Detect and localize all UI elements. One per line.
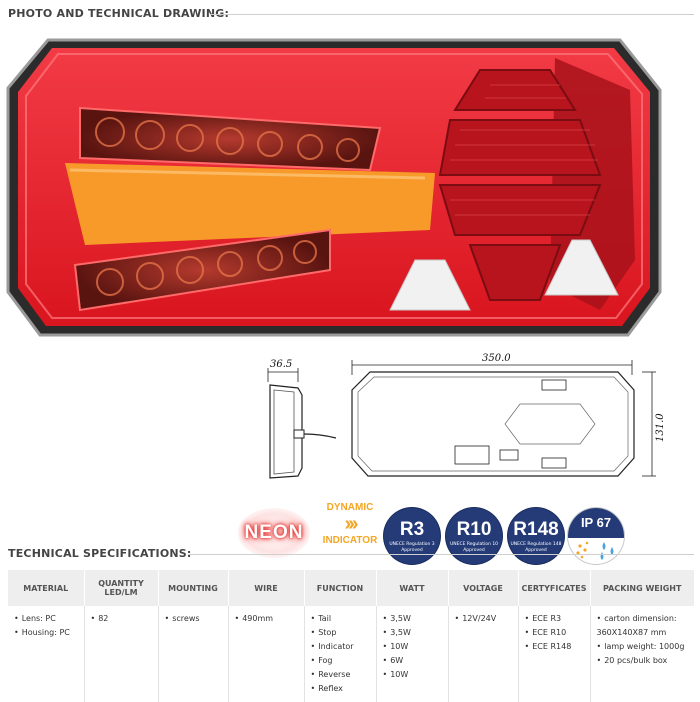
column-header: MATERIAL bbox=[8, 570, 85, 606]
certification-badges: NEON DYNAMIC ››› INDICATOR R3 UNECE Regu… bbox=[238, 498, 698, 564]
height-dimension: 131.0 bbox=[655, 413, 666, 442]
specs-section-heading: TECHNICAL SPECIFICATIONS: bbox=[8, 547, 192, 560]
technical-drawing: 36.5 350.0 131.0 bbox=[267, 353, 666, 479]
product-photo bbox=[6, 38, 662, 337]
r3-caption: UNECE Regulation 3 Approved bbox=[389, 542, 435, 553]
list-item: 10W bbox=[383, 668, 442, 682]
list-item: 490mm bbox=[235, 612, 298, 626]
list-item: Tail bbox=[311, 612, 370, 626]
r3-code: R3 bbox=[399, 519, 425, 540]
indicator-label: INDICATOR bbox=[322, 535, 378, 546]
certificates-cell: ECE R3 ECE R10 ECE R148 bbox=[518, 606, 591, 702]
width-dimension: 350.0 bbox=[482, 353, 511, 364]
table-header-row: MATERIAL QUANTITY LED/LM MOUNTING WIRE F… bbox=[8, 570, 694, 606]
heading-divider bbox=[188, 554, 694, 555]
wire-cell: 490mm bbox=[228, 606, 305, 702]
mounting-cell: screws bbox=[158, 606, 229, 702]
ip67-label: IP 67 bbox=[568, 508, 624, 538]
water-dust-icon bbox=[576, 541, 614, 560]
list-item: Housing: PC bbox=[14, 626, 78, 640]
r148-code: R148 bbox=[513, 519, 559, 540]
r3-badge: R3 UNECE Regulation 3 Approved bbox=[384, 508, 440, 564]
photo-section-heading: PHOTO AND TECHNICAL DRAWING: bbox=[8, 7, 230, 20]
list-item: Indicator bbox=[311, 640, 370, 654]
list-item: Reverse bbox=[311, 668, 370, 682]
chevron-arrows-icon: ››› bbox=[344, 513, 359, 535]
column-header: QUANTITY LED/LM bbox=[84, 570, 159, 606]
r148-caption: UNECE Regulation 148 Approved bbox=[510, 542, 562, 553]
list-item: ECE R3 bbox=[525, 612, 584, 626]
r10-badge: R10 UNECE Regulation 10 Approved bbox=[446, 508, 502, 564]
column-header: WIRE bbox=[228, 570, 305, 606]
list-item: carton dimension: 360X140X87 mm bbox=[597, 612, 689, 640]
list-item: Lens: PC bbox=[14, 612, 78, 626]
list-item: ECE R148 bbox=[525, 640, 584, 654]
column-header: FUNCTION bbox=[304, 570, 377, 606]
material-cell: Lens: PC Housing: PC bbox=[8, 606, 85, 702]
list-item: ECE R10 bbox=[525, 626, 584, 640]
neon-badge: NEON bbox=[238, 508, 310, 558]
r10-code: R10 bbox=[456, 519, 492, 540]
column-header: CERTYFICATES bbox=[518, 570, 591, 606]
watt-cell: 3,5W 3,5W 10W 6W 10W bbox=[376, 606, 449, 702]
list-item: 12V/24V bbox=[455, 612, 512, 626]
list-item: screws bbox=[165, 612, 222, 626]
dynamic-label: DYNAMIC bbox=[326, 502, 374, 513]
list-item: 82 bbox=[91, 612, 152, 626]
r148-badge: R148 UNECE Regulation 148 Approved bbox=[508, 508, 564, 564]
column-header: WATT bbox=[376, 570, 449, 606]
list-item: 3,5W bbox=[383, 626, 442, 640]
list-item: 3,5W bbox=[383, 612, 442, 626]
function-cell: Tail Stop Indicator Fog Reverse Reflex bbox=[304, 606, 377, 702]
dynamic-indicator-badge: DYNAMIC ››› INDICATOR bbox=[316, 502, 384, 564]
table-row: Lens: PC Housing: PC 82 screws 490mm Tai… bbox=[8, 606, 694, 702]
neon-label: NEON bbox=[244, 522, 304, 543]
packing-cell: carton dimension: 360X140X87 mm lamp wei… bbox=[590, 606, 694, 702]
ip67-badge: IP 67 bbox=[568, 508, 624, 564]
list-item: 10W bbox=[383, 640, 442, 654]
r10-caption: UNECE Regulation 10 Approved bbox=[449, 542, 499, 553]
list-item: 6W bbox=[383, 654, 442, 668]
column-header: VOLTAGE bbox=[448, 570, 519, 606]
list-item: Reflex bbox=[311, 682, 370, 696]
list-item: Fog bbox=[311, 654, 370, 668]
specifications-table: MATERIAL QUANTITY LED/LM MOUNTING WIRE F… bbox=[8, 570, 694, 702]
quantity-cell: 82 bbox=[84, 606, 159, 702]
voltage-cell: 12V/24V bbox=[448, 606, 519, 702]
column-header: MOUNTING bbox=[158, 570, 229, 606]
list-item: lamp weight: 1000g bbox=[597, 640, 689, 654]
list-item: Stop bbox=[311, 626, 370, 640]
heading-divider bbox=[210, 14, 694, 15]
column-header: PACKING WEIGHT bbox=[590, 570, 694, 606]
list-item: 20 pcs/bulk box bbox=[597, 654, 689, 668]
depth-dimension: 36.5 bbox=[270, 359, 292, 370]
